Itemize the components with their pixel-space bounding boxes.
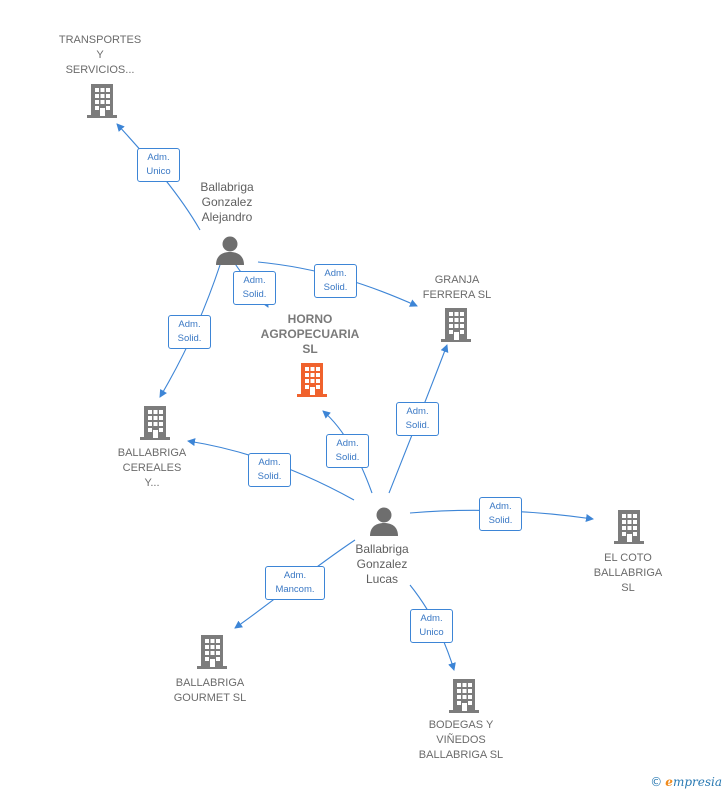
node-label-horno[interactable]: HORNO AGROPECUARIA SL — [260, 312, 360, 356]
edge-label-lucas-gourmet: Adm. Mancom. — [265, 566, 325, 600]
building-icon — [614, 510, 644, 544]
edge-label-lucas-granja: Adm. Solid. — [396, 402, 439, 436]
node-label-bodegas[interactable]: BODEGAS Y VIÑEDOS BALLABRIGA SL — [418, 719, 504, 761]
building-icon — [197, 635, 227, 669]
building-icon — [449, 679, 479, 713]
edge-label-alejandro-horno: Adm. Solid. — [233, 271, 276, 305]
edge-label-alejandro-granja: Adm. Solid. — [314, 264, 357, 298]
empresia-logo[interactable]: ©empresia — [650, 775, 722, 789]
copyright-icon: © — [650, 775, 663, 789]
edge-label-alejandro-transportes: Adm. Unico — [137, 148, 180, 182]
person-icon — [370, 507, 398, 536]
building-icon-main — [297, 363, 327, 397]
person-icon — [216, 236, 244, 265]
edge-label-lucas-horno: Adm. Solid. — [326, 434, 369, 468]
edge-label-lucas-bodegas: Adm. Unico — [410, 609, 453, 643]
node-label-alejandro[interactable]: Ballabriga Gonzalez Alejandro — [200, 180, 254, 224]
edge-label-lucas-el-coto: Adm. Solid. — [479, 497, 522, 531]
node-label-cereales[interactable]: BALLABRIGA CEREALES Y... — [117, 447, 187, 489]
edge-label-alejandro-cereales: Adm. Solid. — [168, 315, 211, 349]
edge-label-lucas-cereales: Adm. Solid. — [248, 453, 291, 487]
node-label-lucas[interactable]: Ballabriga Gonzalez Lucas — [355, 542, 409, 586]
node-label-gourmet[interactable]: BALLABRIGA GOURMET SL — [173, 677, 247, 704]
node-label-transportes[interactable]: TRANSPORTES Y SERVICIOS... — [58, 34, 142, 76]
node-label-granja[interactable]: GRANJA FERRERA SL — [422, 274, 492, 301]
building-icon — [87, 84, 117, 118]
node-label-el-coto[interactable]: EL COTO BALLABRIGA SL — [593, 552, 663, 594]
building-icon — [140, 406, 170, 440]
building-icon — [441, 308, 471, 342]
